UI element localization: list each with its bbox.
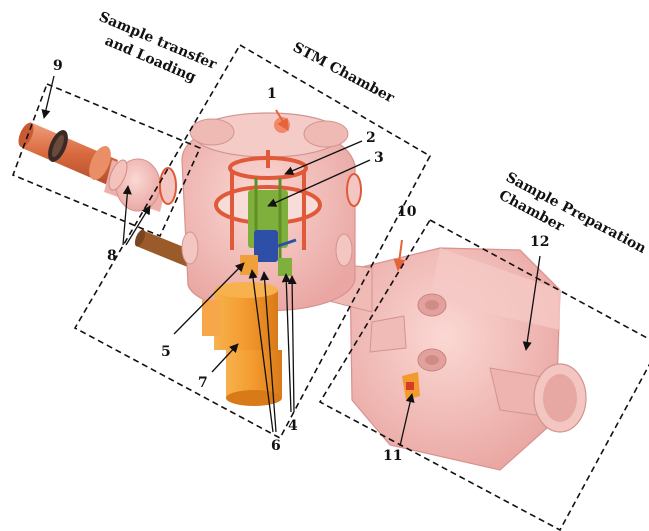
- title-stm-chamber: STM Chamber: [290, 39, 397, 106]
- label-10: 10: [397, 204, 417, 220]
- label-7: 7: [198, 375, 208, 391]
- transfer-arm: [15, 121, 168, 212]
- label-11: 11: [383, 448, 402, 464]
- label-8: 8: [107, 248, 117, 264]
- label-2: 2: [366, 130, 376, 146]
- label-4: 4: [288, 418, 298, 434]
- label-6: 6: [271, 438, 281, 454]
- leader-9: [44, 76, 54, 118]
- label-1: 1: [267, 86, 277, 102]
- label-5: 5: [161, 344, 171, 360]
- label-12: 12: [530, 234, 549, 250]
- label-3: 3: [374, 150, 384, 166]
- label-9: 9: [53, 58, 63, 74]
- stm-chamber: [160, 113, 361, 311]
